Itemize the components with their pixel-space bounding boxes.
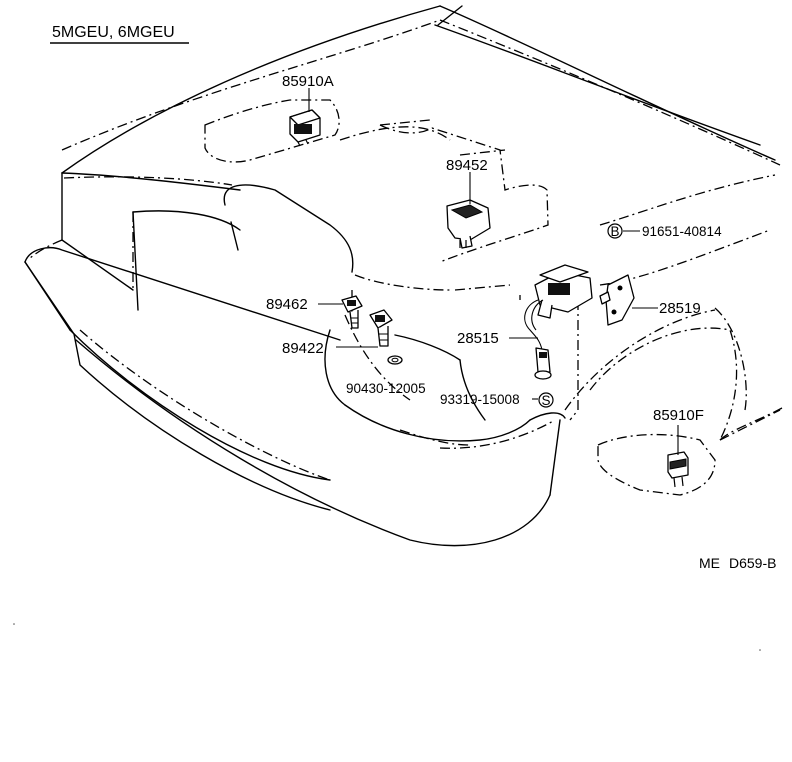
label-93319-15008: 93319-15008	[440, 392, 520, 407]
label-89422: 89422	[282, 340, 324, 357]
label-85910F: 85910F	[653, 407, 704, 424]
label-89462: 89462	[266, 296, 308, 313]
gasket-90430[interactable]	[387, 355, 403, 365]
bolt-symbol-letter: B	[611, 224, 620, 239]
relay-85910A[interactable]	[289, 109, 321, 147]
sensor-89462[interactable]	[341, 295, 363, 329]
footer-code: D659-B	[729, 555, 776, 571]
bracket-28519[interactable]	[599, 274, 635, 326]
vehicle-body-outline	[24, 5, 776, 547]
footer-code-prefix: ME	[699, 555, 720, 571]
screw-symbol-icon	[538, 392, 554, 408]
scan-dot	[13, 623, 15, 625]
label-90430-12005: 90430-12005	[346, 381, 426, 396]
sensor-89452[interactable]	[446, 199, 491, 249]
leader-lines	[308, 88, 679, 455]
actuator-28515[interactable]	[524, 264, 593, 380]
label-28515: 28515	[457, 330, 499, 347]
relay-85910F[interactable]	[667, 451, 689, 488]
phantom-lines	[29, 19, 783, 496]
label-85910A: 85910A	[282, 73, 334, 90]
model-label: 5MGEU, 6MGEU	[52, 24, 175, 41]
label-91651-40814: 91651-40814	[642, 224, 722, 239]
sensor-89422[interactable]	[369, 309, 393, 347]
label-28519: 28519	[659, 300, 701, 317]
screw-symbol-letter: S	[542, 393, 551, 408]
scan-dot	[759, 649, 761, 651]
bolt-symbol-icon	[607, 223, 623, 239]
label-89452: 89452	[446, 157, 488, 174]
